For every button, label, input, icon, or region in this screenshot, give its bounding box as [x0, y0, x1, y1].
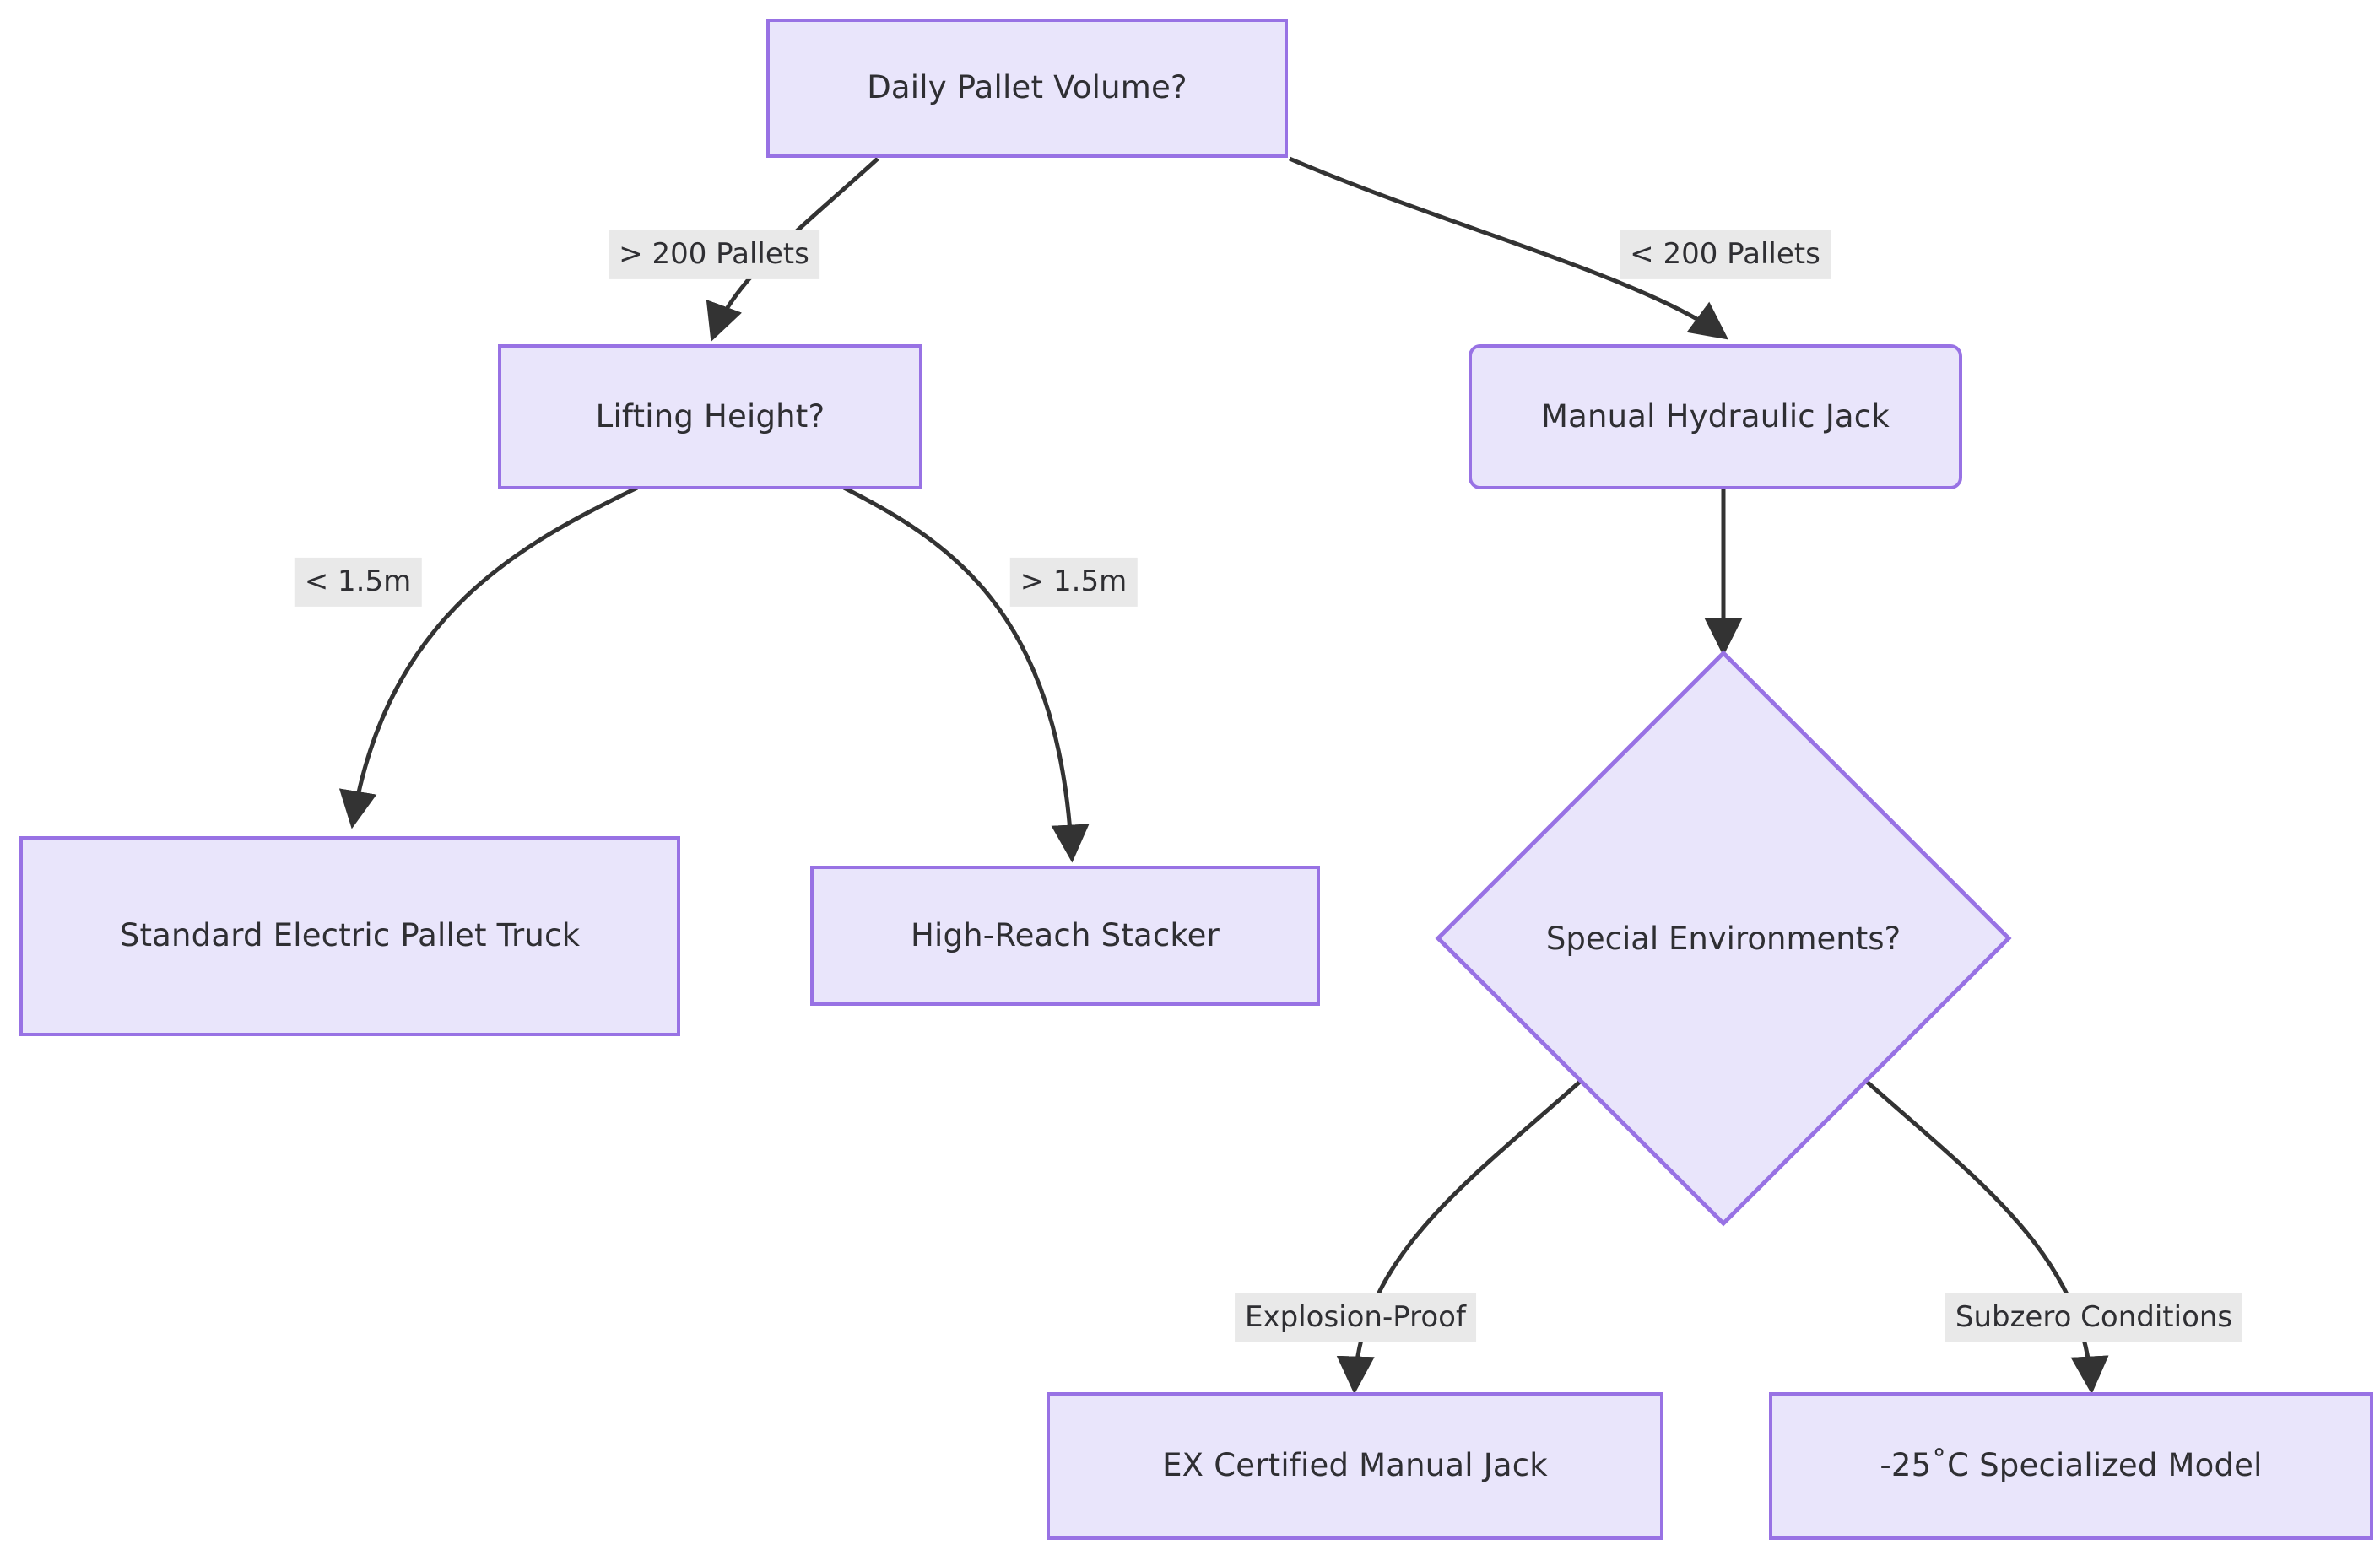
node-label: Daily Pallet Volume?	[867, 69, 1187, 106]
edge-label-less-1-5m: < 1.5m	[294, 557, 422, 608]
node-label: EX Certified Manual Jack	[1162, 1447, 1548, 1484]
node-label: Lifting Height?	[595, 397, 825, 435]
node-subzero-specialized-model[interactable]: -25˚C Specialized Model	[1769, 1392, 2373, 1540]
diamond-shape	[1435, 650, 2012, 1227]
node-daily-pallet-volume[interactable]: Daily Pallet Volume?	[766, 19, 1288, 158]
edge-label-subzero-conditions: Subzero Conditions	[1945, 1293, 2243, 1343]
node-standard-electric-pallet-truck[interactable]: Standard Electric Pallet Truck	[19, 836, 680, 1036]
node-label: High-Reach Stacker	[910, 916, 1220, 953]
node-lifting-height[interactable]: Lifting Height?	[498, 344, 922, 489]
node-label: Special Environments?	[1545, 920, 1901, 957]
edge-label-greater-200-pallets: > 200 Pallets	[609, 230, 819, 280]
edge-label-less-200-pallets: < 200 Pallets	[1620, 230, 1831, 280]
node-high-reach-stacker[interactable]: High-Reach Stacker	[810, 866, 1320, 1006]
node-label: -25˚C Specialized Model	[1880, 1447, 2263, 1484]
edge-label-greater-1-5m: > 1.5m	[1009, 557, 1138, 608]
node-ex-certified-manual-jack[interactable]: EX Certified Manual Jack	[1047, 1392, 1663, 1540]
node-label: Manual Hydraulic Jack	[1541, 397, 1890, 435]
edge-lifting-to-standard-truck	[338, 485, 639, 829]
edge-label-explosion-proof: Explosion-Proof	[1235, 1293, 1476, 1343]
node-label: Standard Electric Pallet Truck	[119, 917, 581, 954]
edge-lifting-to-stacker	[842, 485, 1090, 863]
node-special-environments[interactable]: Special Environments?	[1435, 650, 2012, 1227]
node-manual-hydraulic-jack[interactable]: Manual Hydraulic Jack	[1469, 344, 1962, 489]
